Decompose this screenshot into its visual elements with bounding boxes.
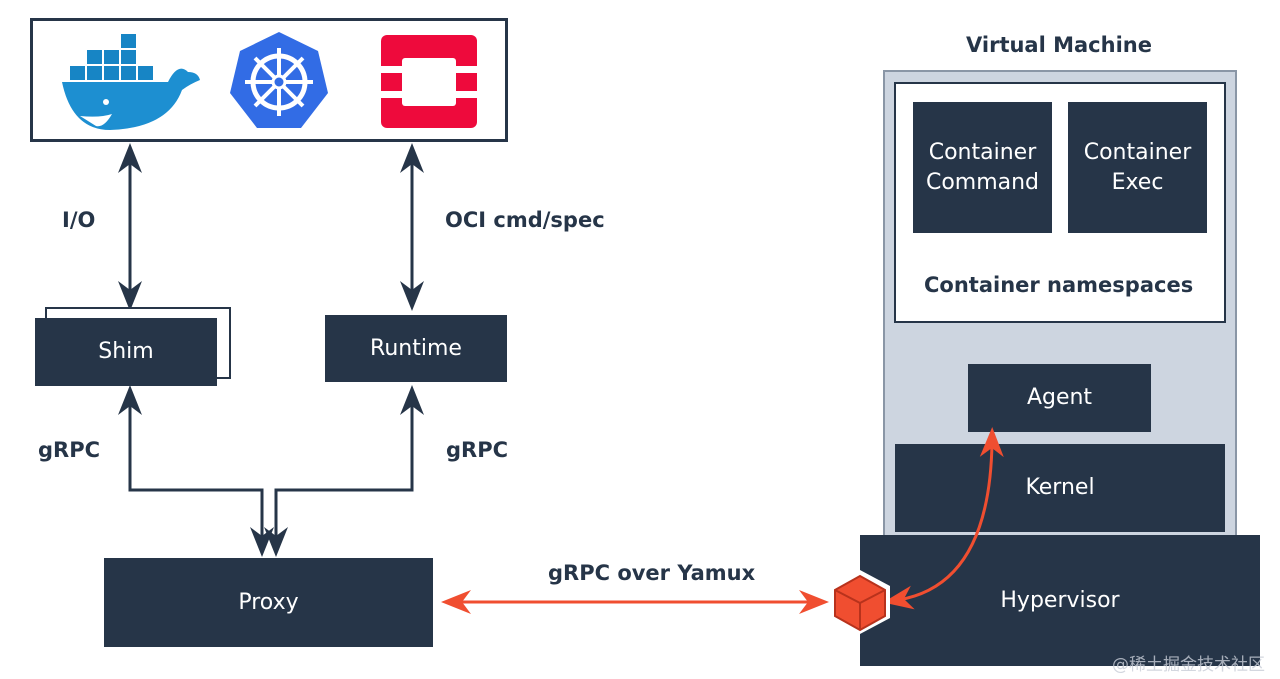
hypervisor-label: Hypervisor [1000,587,1120,613]
shim-box: Shim [35,318,217,386]
container-exec-label: Container Exec [1083,139,1192,195]
docker-logo [62,34,200,130]
io-label: I/O [62,208,96,232]
connector-arrows [118,143,424,557]
grpc-left-label: gRPC [38,438,101,462]
orchestrator-logos-box [30,18,508,142]
grpc-right-label: gRPC [446,438,509,462]
proxy-label: Proxy [238,589,299,615]
container-command-label: Container Command [925,139,1040,195]
namespaces-label: Container namespaces [924,273,1194,297]
container-command-box: Container Command [913,102,1052,233]
shim-label: Shim [98,339,154,364]
agent-label: Agent [1026,385,1093,410]
oci-label: OCI cmd/spec [445,208,605,232]
grpc-yamux-label: gRPC over Yamux [548,561,756,585]
watermark: @稀土掘金技术社区 [1112,655,1265,675]
agent-box: Agent [968,364,1151,432]
proxy-box: Proxy [104,558,433,647]
kubernetes-logo [230,32,328,128]
container-exec-box: Container Exec [1068,102,1207,233]
openshift-logo [381,35,477,128]
kernel-label: Kernel [1025,475,1095,500]
runtime-label: Runtime [370,335,462,361]
runtime-box: Runtime [325,315,507,382]
cube-icon [830,570,890,634]
vm-title: Virtual Machine [966,33,1152,57]
